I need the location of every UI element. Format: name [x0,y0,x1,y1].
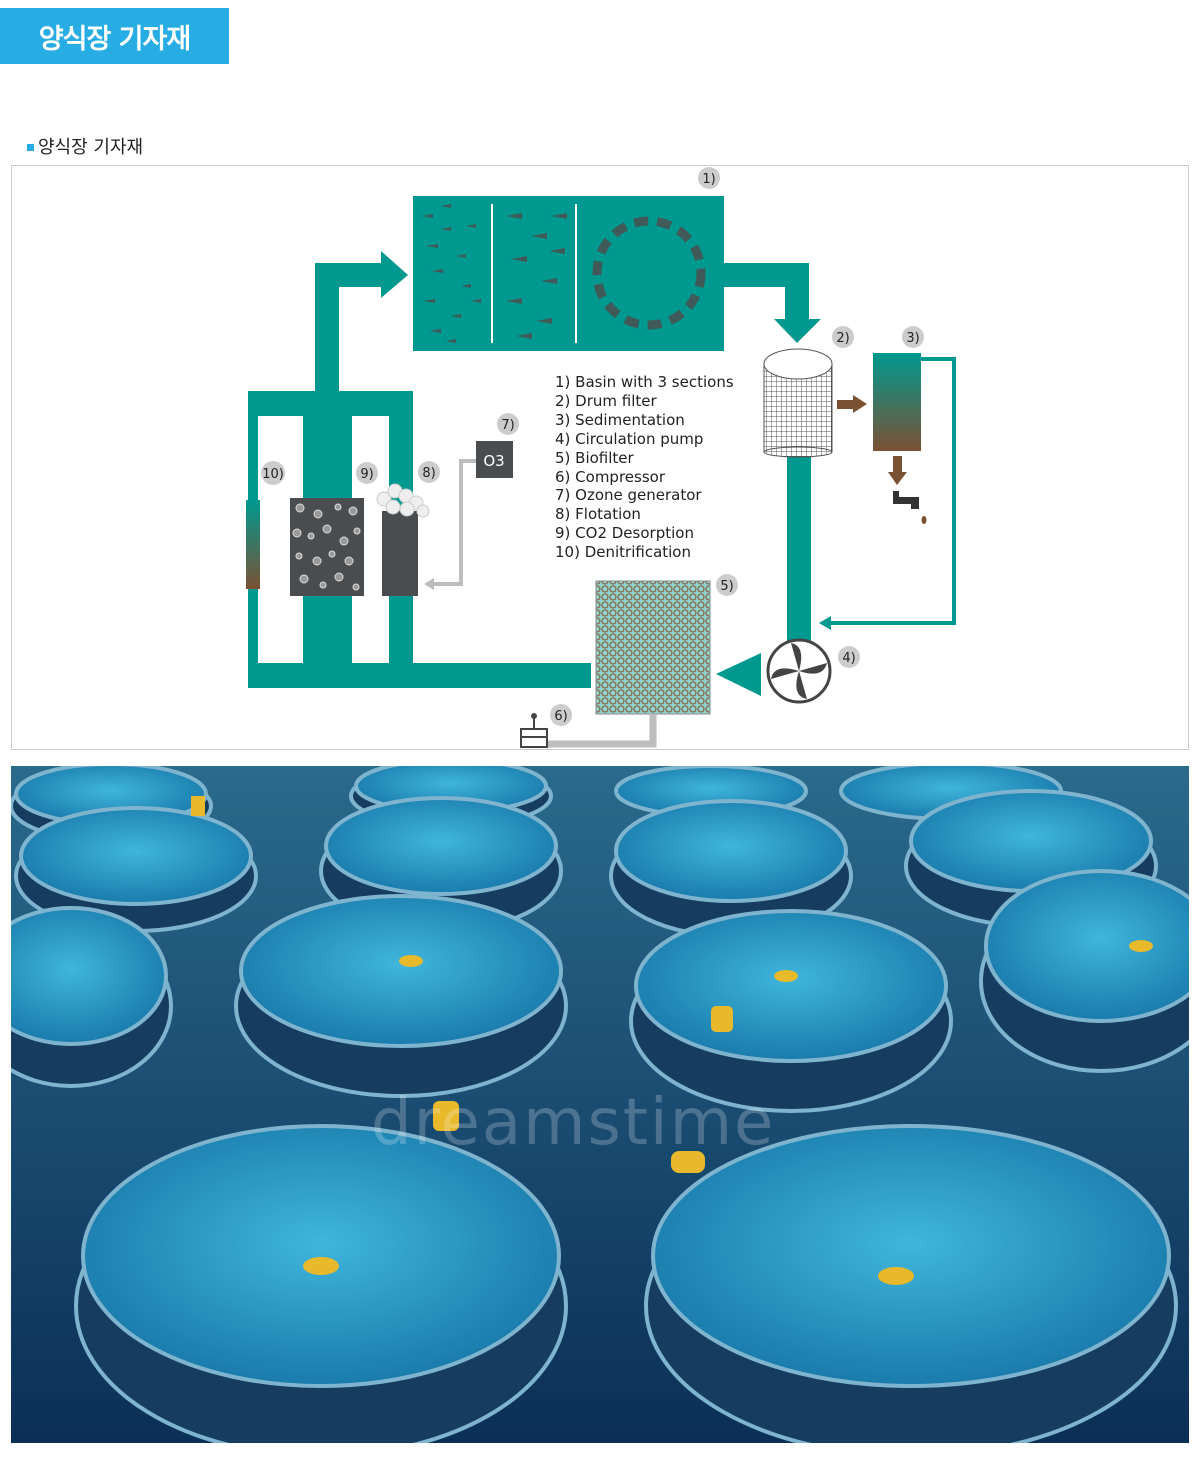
tank [11,906,173,1088]
watermark: dreamstime [371,1086,776,1160]
tank [234,894,568,1098]
section-title: 양식장 기자재 [38,137,144,158]
sludge-arrows [837,395,927,524]
sediment-return-line [827,357,956,625]
legend-item: 1) Basin with 3 sections [555,373,734,391]
pump-icon [766,638,832,704]
svg-text:1): 1) [702,172,715,187]
ras-diagram: O3 1) 2) 3) 4) 5) 6) 7) 8) [11,165,1189,750]
legend-item: 10) Denitrification [555,543,691,562]
tank [644,1124,1178,1443]
legend-item: 7) Ozone generator [555,486,702,505]
svg-text:2): 2) [836,331,849,346]
marker-10: 10) [261,461,285,485]
fish-farm-photo: dreamstime [11,766,1189,1443]
tank [74,1124,568,1443]
svg-text:7): 7) [501,418,514,433]
ozone-generator [476,441,513,478]
denitrification-unit [246,500,260,589]
drum-filter [763,348,833,458]
marker-7: 7) [497,413,519,435]
marker-9: 9) [356,462,378,484]
legend-item: 6) Compressor [555,467,665,486]
marker-1: 1) [698,167,720,189]
page-title: 양식장 기자재 [0,8,229,64]
return-pipe [248,251,821,696]
basin [413,196,724,351]
svg-text:8): 8) [422,466,435,481]
bullet-icon [27,144,34,151]
svg-text:4): 4) [842,651,855,666]
diagram-legend: 1) Basin with 3 sections 2) Drum filter … [555,373,734,562]
marker-4: 4) [838,646,860,668]
marker-6: 6) [550,704,572,726]
flotation-unit [376,483,430,596]
biofilter [595,580,711,715]
photo-graphics [11,766,1189,1443]
legend-item: 4) Circulation pump [555,429,704,448]
tank [629,909,953,1113]
legend-item: 9) CO2 Desorption [555,524,694,543]
tank [609,799,853,938]
svg-text:10): 10) [262,467,284,482]
legend-item: 5) Biofilter [555,448,634,467]
marker-5: 5) [716,574,738,596]
marker-2: 2) [832,326,854,348]
svg-text:9): 9) [360,467,373,482]
tank [979,869,1189,1073]
legend-item: 2) Drum filter [555,391,657,410]
diagram-graphics: O3 1) 2) 3) 4) 5) 6) 7) 8) [246,167,956,748]
compressor-icon [520,713,548,748]
svg-text:3): 3) [906,331,919,346]
marker-8: 8) [418,461,440,483]
legend-item: 3) Sedimentation [555,410,685,429]
legend-item: 8) Flotation [555,505,641,524]
marker-3: 3) [902,326,924,348]
svg-text:5): 5) [720,579,733,594]
sedimentation-tank [873,353,921,451]
aerators [191,796,1153,1285]
ozone-label: O3 [483,452,504,470]
svg-text:6): 6) [554,709,567,724]
section-heading: 양식장 기자재 [27,133,143,159]
co2-desorption-unit [290,498,364,596]
